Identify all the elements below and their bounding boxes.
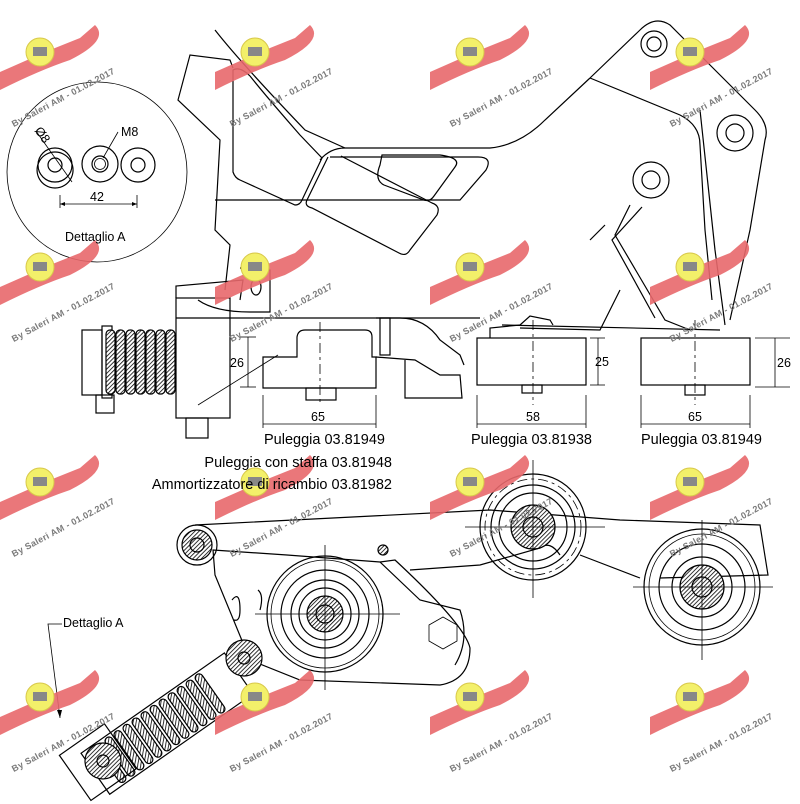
pulley1-height: 26 [230, 356, 244, 370]
pulley3-height: 26 [777, 356, 791, 370]
pulley2-label: Puleggia 03.81938 [471, 432, 592, 448]
pulley3-width: 65 [688, 410, 702, 424]
bracket-top-view [177, 20, 767, 331]
pulley2-height: 25 [595, 355, 609, 369]
pulley2-width: 58 [526, 410, 540, 424]
pulley3-label: Puleggia 03.81949 [641, 432, 762, 448]
pulley1-label: Puleggia 03.81949 [264, 432, 385, 448]
pulley-2-front [465, 460, 605, 598]
pulley-bracket-label: Puleggia con staffa 03.81948 [204, 455, 392, 471]
pulley1-width: 65 [311, 410, 325, 424]
dimension-lines [240, 336, 790, 428]
pulley-bracket-front [255, 545, 400, 690]
detail-a-title: Dettaglio A [65, 230, 126, 244]
spacing-label: 42 [90, 190, 104, 204]
front-view [47, 460, 773, 802]
detail-callout-label: Dettaglio A [63, 616, 124, 630]
thread-label: M8 [121, 125, 139, 139]
damper-label: Ammortizzatore di ricambio 03.81982 [151, 477, 392, 493]
pulley-3-front [633, 520, 773, 660]
damper-spring [105, 329, 176, 395]
side-view [81, 267, 751, 439]
